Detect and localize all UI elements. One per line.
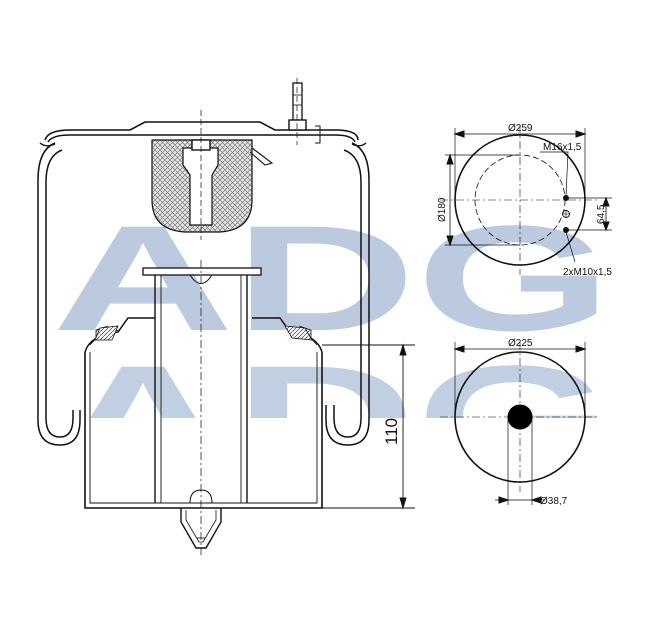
top-plate-view	[440, 125, 612, 275]
height-dimension-label: 110	[382, 418, 401, 445]
side-studs-label: 2xM10x1,5	[563, 267, 612, 278]
height-dimension	[322, 343, 415, 510]
watermark: ADG ADG	[0, 194, 651, 538]
center-stud-label: M16x1,5	[543, 142, 582, 153]
hole-diameter-label: Ø38,7	[540, 496, 568, 507]
center-hole	[507, 404, 533, 430]
piston-diameter-label: Ø225	[508, 338, 533, 349]
svg-text:ADG: ADG	[52, 194, 612, 362]
top-plate-diameter-label: Ø259	[508, 123, 533, 134]
piston	[84, 260, 323, 555]
side-section-view	[37, 78, 415, 555]
bolt-circle-diameter-label: Ø180	[437, 197, 448, 222]
stud-spacing-label: 64,5	[596, 204, 607, 224]
bump-stop	[151, 110, 274, 240]
top-plate	[39, 121, 367, 147]
upper-stud	[288, 78, 321, 145]
bottom-piston-view	[440, 342, 600, 505]
bellows	[37, 142, 370, 446]
